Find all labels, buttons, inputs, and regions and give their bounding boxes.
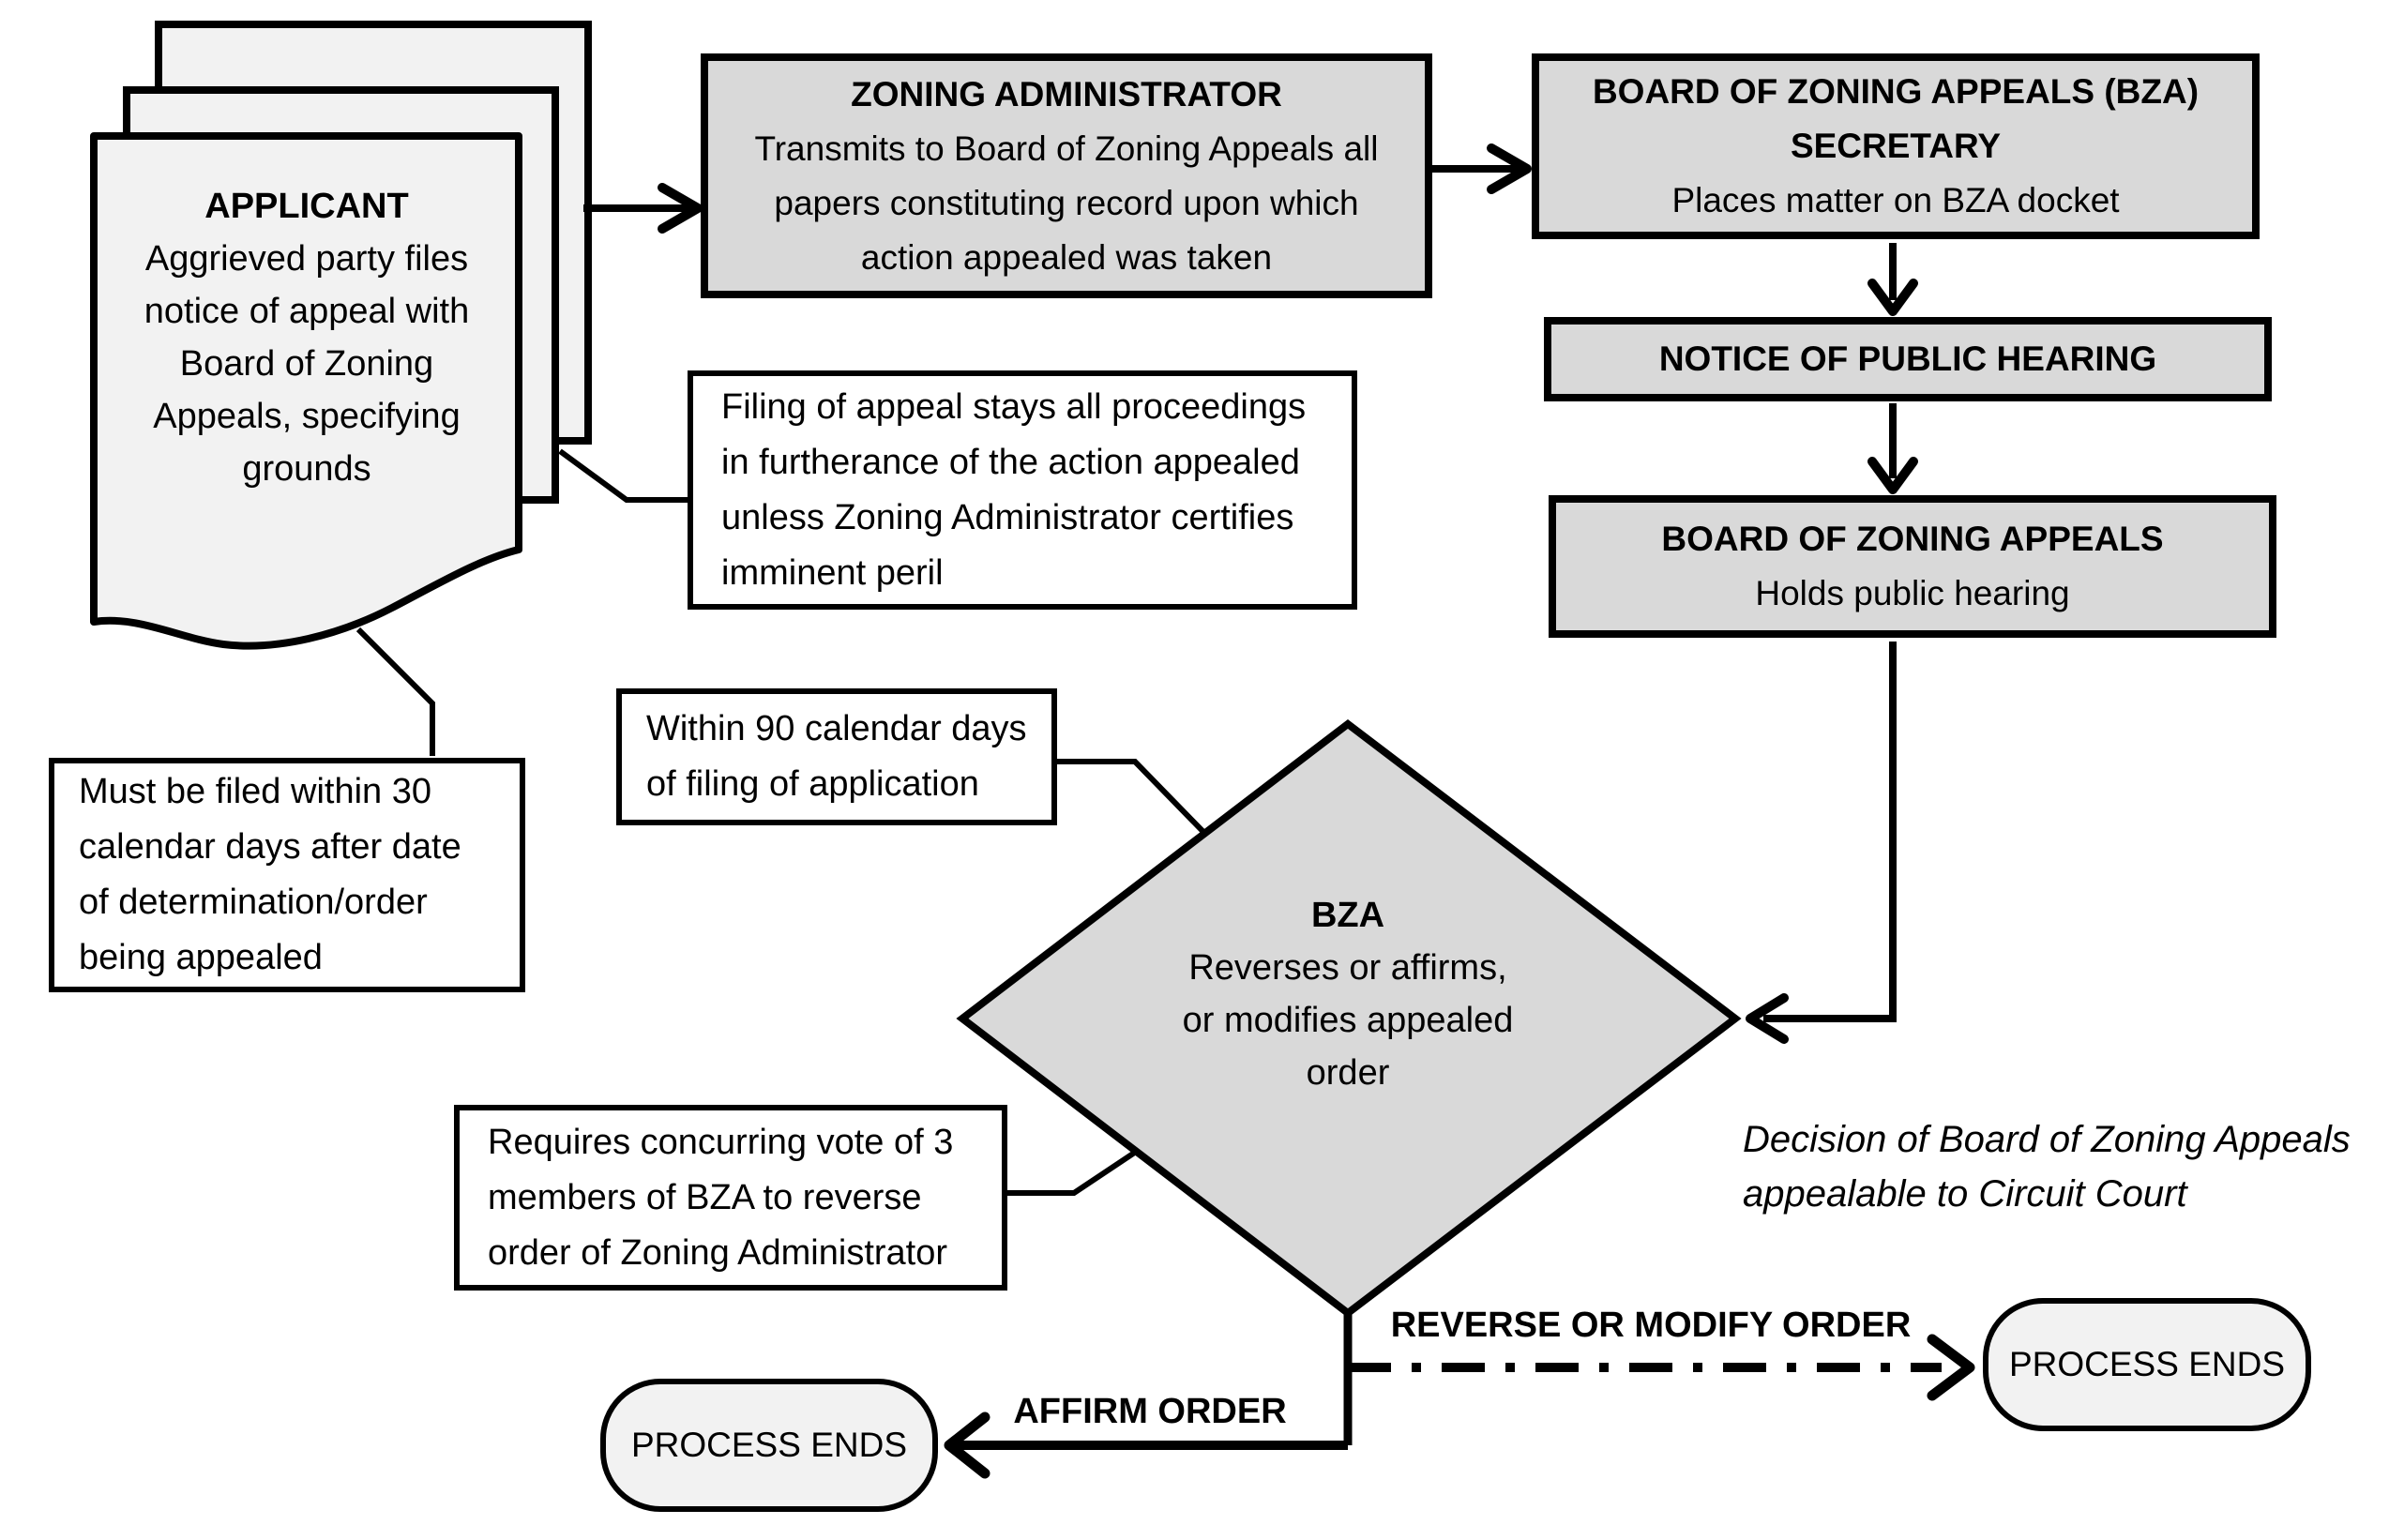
connector-hearing-to-decision <box>1763 642 1897 1022</box>
arrowhead-hearing-to-decision <box>1746 993 1789 1044</box>
bza-secretary-body: Places matter on BZA docket <box>1671 181 2120 219</box>
zoning-administrator-node: ZONING ADMINISTRATOR Transmits to Board … <box>701 53 1432 298</box>
arrowhead-secretary-to-notice <box>1867 279 1918 316</box>
notice-public-hearing-title: NOTICE OF PUBLIC HEARING <box>1658 340 2157 378</box>
leader-pages-to-deadline-note <box>355 627 435 756</box>
stay-of-proceedings-note: Filing of appeal stays all proceedings i… <box>688 370 1357 610</box>
reverse-or-modify-edge-label: REVERSE OR MODIFY ORDER <box>1390 1306 1912 1345</box>
zoning-administrator-title: ZONING ADMINISTRATOR <box>851 74 1282 113</box>
arrowhead-affirm-branch <box>944 1412 990 1479</box>
bza-decision-node: BZA Reverses or affirms, or modifies app… <box>1066 889 1629 1099</box>
circuit-court-note: Decision of Board of Zoning Appeals appe… <box>1743 1119 2351 1215</box>
applicant-title: APPLICANT <box>204 187 409 226</box>
bza-decision-title: BZA <box>1310 896 1385 935</box>
leader-pages-to-stay-note <box>558 448 688 503</box>
bza-hearing-node: BOARD OF ZONING APPEALS Holds public hea… <box>1549 495 2276 638</box>
applicant-node: APPLICANT Aggrieved party files notice o… <box>97 180 517 495</box>
arrowhead-applicant-to-zoning-admin <box>658 183 703 234</box>
filing-deadline-note: Must be filed within 30 calendar days af… <box>49 758 525 992</box>
arrowhead-zoning-admin-to-secretary <box>1487 143 1532 194</box>
process-ends-right-terminator: PROCESS ENDS <box>1983 1298 2311 1431</box>
notice-public-hearing-node: NOTICE OF PUBLIC HEARING <box>1544 317 2272 401</box>
leader-vote-note-to-diamond <box>1007 1147 1141 1196</box>
vote-requirement-note: Requires concurring vote of 3 members of… <box>454 1105 1007 1291</box>
bza-secretary-node: BOARD OF ZONING APPEALS (BZA) SECRETARY … <box>1532 53 2260 239</box>
applicant-body: Aggrieved party files notice of appeal w… <box>144 239 470 489</box>
arrowhead-reverse-branch <box>1927 1334 1975 1401</box>
process-ends-left-label: PROCESS ENDS <box>630 1426 907 1464</box>
leader-90days-note-to-diamond <box>1057 759 1207 836</box>
affirm-order-edge-label: AFFIRM ORDER <box>1013 1392 1287 1431</box>
bza-hearing-title: BOARD OF ZONING APPEALS <box>1661 520 2164 558</box>
zoning-administrator-body: Transmits to Board of Zoning Appeals all… <box>754 128 1379 277</box>
applicant-page-front-shape <box>90 132 522 650</box>
arrowhead-notice-to-hearing <box>1867 457 1918 494</box>
bza-secretary-title: BOARD OF ZONING APPEALS (BZA) SECRETARY <box>1592 72 2200 165</box>
process-ends-right-label: PROCESS ENDS <box>2008 1345 2285 1383</box>
process-ends-left-terminator: PROCESS ENDS <box>600 1379 938 1512</box>
bza-hearing-body: Holds public hearing <box>1755 574 2070 612</box>
bza-decision-body: Reverses or affirms, or modifies appeale… <box>1182 948 1514 1093</box>
hearing-deadline-note: Within 90 calendar days of filing of app… <box>616 688 1057 825</box>
